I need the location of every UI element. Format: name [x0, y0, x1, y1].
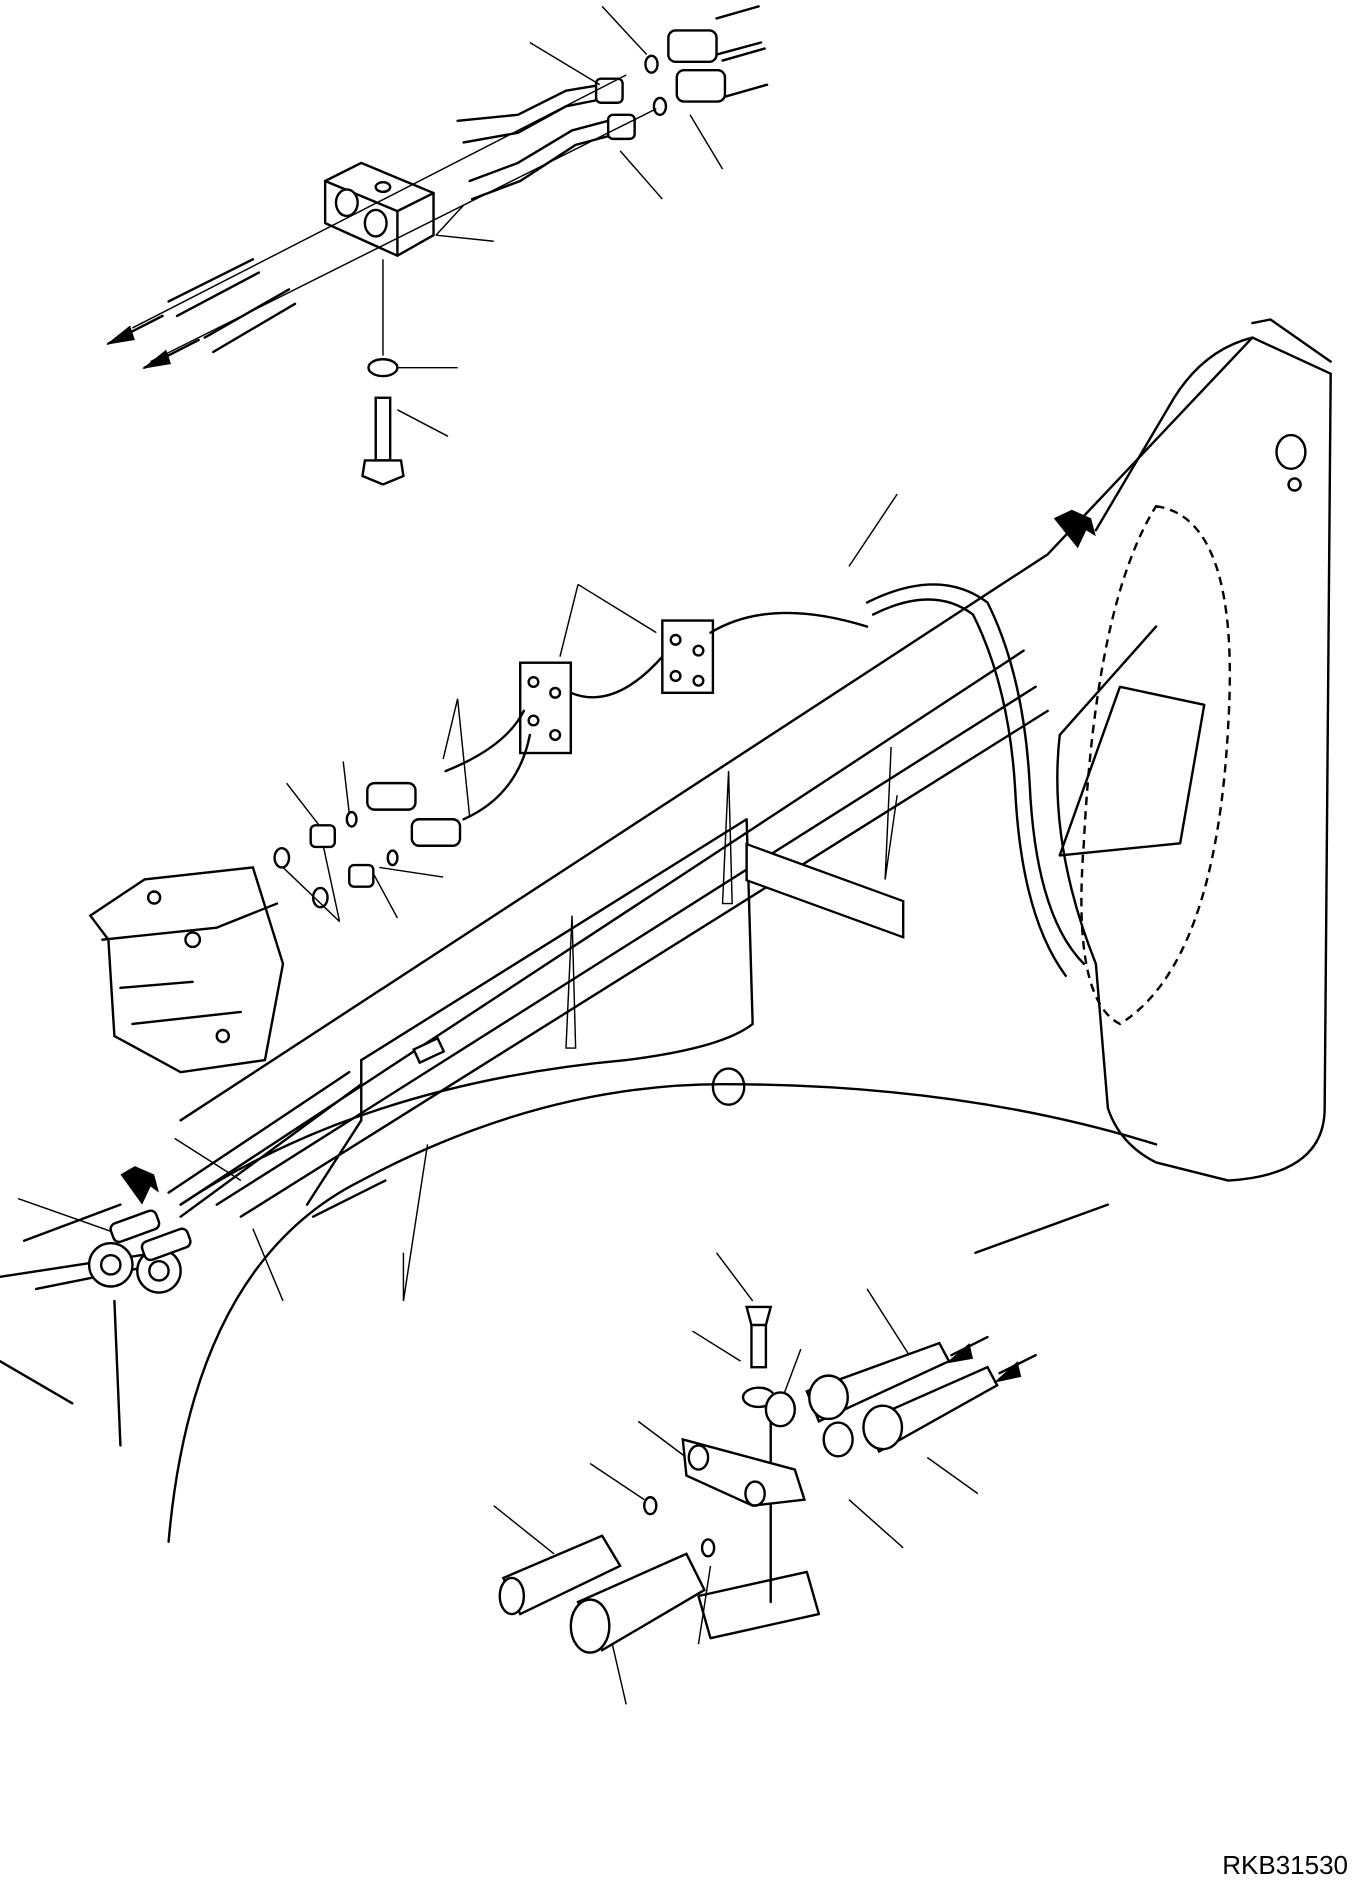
valve-fittings	[273, 781, 462, 909]
boom-outline	[0, 318, 1332, 1544]
bold-arrows	[120, 509, 1096, 1205]
bolt-washer-top	[361, 259, 405, 486]
boom-foot-fittings	[87, 1209, 192, 1294]
bottom-exploded-parts	[498, 1305, 1037, 1654]
drawing-code: RKB31530	[1222, 1850, 1348, 1880]
hose-loop	[167, 583, 1086, 1218]
flow-arrows	[105, 314, 200, 369]
hose-clamp-block	[323, 161, 435, 258]
control-valve	[88, 866, 285, 1074]
hose-clamps-boom	[444, 611, 905, 939]
leader-lines	[17, 5, 979, 1705]
pipes-top	[132, 5, 769, 363]
